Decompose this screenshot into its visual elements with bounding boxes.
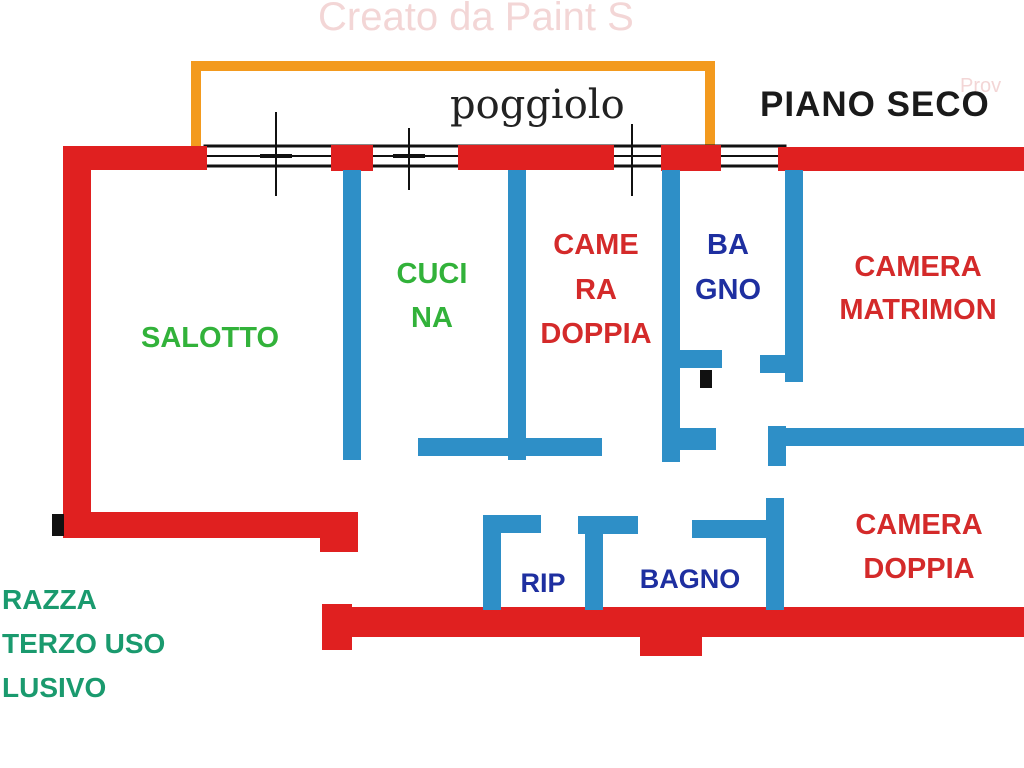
- watermark-fragment: Prov: [960, 75, 1001, 97]
- room-label-camera-matrimoniale-line1: CAMERA: [854, 251, 981, 283]
- room-label-camera-doppia-top-line2: RA: [575, 274, 617, 306]
- room-label-camera-matrimoniale-line2: MATRIMON: [839, 294, 996, 326]
- watermark-text: Creato da Paint S: [318, 0, 634, 39]
- room-label-camera-doppia-bottom-line1: CAMERA: [855, 509, 982, 541]
- room-label-camera-doppia-bottom-line2: DOPPIA: [863, 553, 974, 585]
- room-labels: SALOTTO CUCI NA CAME RA DOPPIA BA GNO CA…: [141, 229, 997, 598]
- room-label-bagno-top-line1: BA: [707, 229, 749, 261]
- terrace-label-line3: LUSIVO: [2, 672, 106, 703]
- inner-walls: [343, 170, 1024, 610]
- room-label-camera-doppia-top-line1: CAME: [553, 229, 638, 261]
- room-label-salotto: SALOTTO: [141, 322, 279, 354]
- room-label-camera-doppia-top-line3: DOPPIA: [540, 318, 651, 350]
- floor-heading: PIANO SECO: [760, 85, 990, 124]
- room-label-bagno-top-line2: GNO: [695, 274, 761, 306]
- room-label-cucina-line1: CUCI: [397, 258, 468, 290]
- balcony-outline: [191, 61, 715, 148]
- terrace-label-line1: RAZZA: [2, 584, 97, 615]
- door-jamb-mark: [700, 370, 712, 388]
- room-label-ripostiglio: RIP: [520, 568, 565, 598]
- terrace-label: RAZZA TERZO USO LUSIVO: [2, 584, 165, 703]
- terrace-label-line2: TERZO USO: [2, 628, 165, 659]
- balcony-label: poggiolo: [450, 82, 625, 128]
- room-label-bagno-bottom: BAGNO: [640, 564, 741, 594]
- room-label-cucina-line2: NA: [411, 302, 453, 334]
- outer-walls: [52, 145, 1024, 656]
